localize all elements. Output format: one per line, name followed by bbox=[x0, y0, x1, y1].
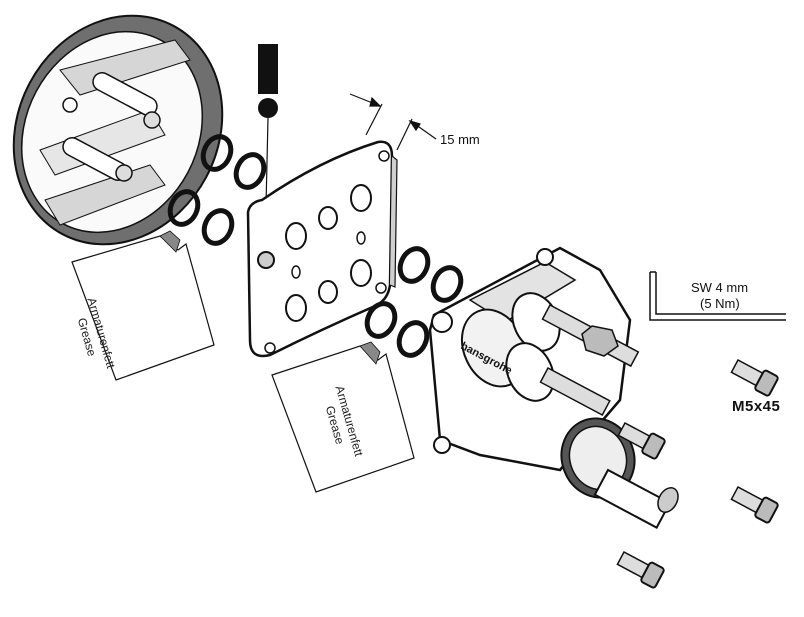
exclamation-mark-icon bbox=[258, 44, 278, 256]
hex-key bbox=[649, 271, 786, 321]
dimension-arrows bbox=[349, 93, 437, 151]
screw bbox=[730, 358, 779, 397]
torque-label: (5 Nm) bbox=[700, 296, 740, 311]
screw-spec-label: M5x45 bbox=[732, 398, 781, 415]
grease-card-1 bbox=[71, 230, 215, 381]
cover-plate bbox=[12, 14, 224, 246]
o-rings-left bbox=[167, 134, 267, 246]
valve-body: hansgrohe bbox=[428, 246, 679, 529]
mounting-plate bbox=[246, 140, 398, 358]
o-rings-right bbox=[364, 246, 464, 358]
screw bbox=[730, 485, 779, 524]
dimension-label: 15 mm bbox=[440, 132, 480, 147]
screw bbox=[617, 421, 666, 460]
screw bbox=[616, 550, 665, 589]
grease-card-2 bbox=[271, 341, 415, 493]
wrench-size-label: SW 4 mm bbox=[691, 280, 749, 295]
